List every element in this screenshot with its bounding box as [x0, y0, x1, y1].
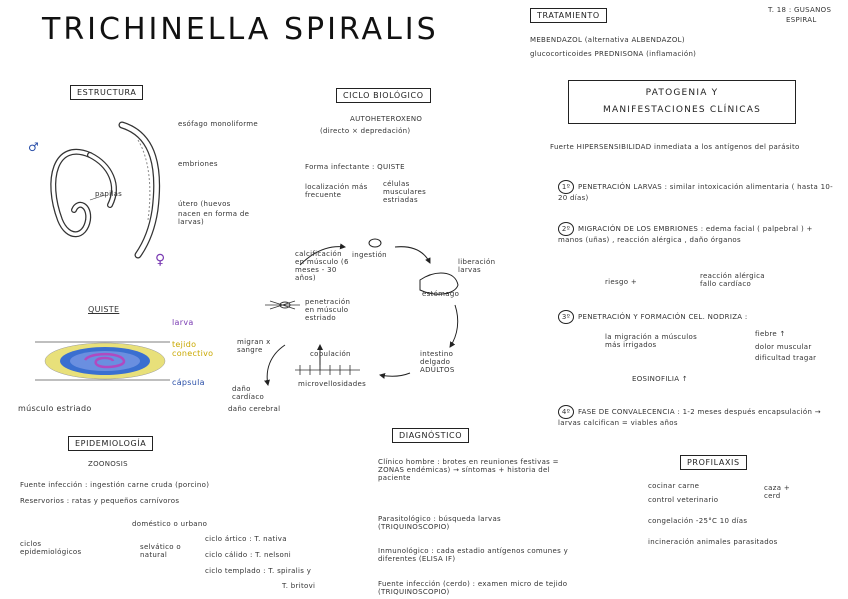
step-text: PENETRACIÓN Y FORMACIÓN CEL. NODRIZA : — [578, 313, 748, 321]
page-title: TRICHINELLA SPIRALIS — [42, 12, 439, 47]
step-number: 4º — [558, 405, 574, 419]
ciclo-microvellosidades: microvellosidades — [298, 380, 367, 388]
patogenia-eosinofilia: EOSINOFILIA ↑ — [632, 375, 689, 383]
tratamiento-item-1: MEBENDAZOL (alternativa ALBENDAZOL) — [530, 36, 685, 44]
male-symbol: ♂ — [28, 140, 39, 154]
epidemiologia-britovi: T. britovi — [282, 582, 316, 590]
label-utero: útero (huevos — [178, 200, 231, 208]
profilaxis-caza: caza + cerd — [764, 484, 790, 500]
patogenia-riesgo: riesgo + — [605, 278, 637, 286]
ciclo-calcificacion: calcificación en músculo (6 meses - 30 a… — [295, 250, 349, 282]
worm-illustration — [50, 121, 161, 259]
patogenia-dolor: dolor muscular — [755, 343, 812, 351]
epidemiologia-selvatico: selvático o natural — [140, 543, 181, 559]
ciclo-heading: CICLO BIOLÓGICO — [336, 88, 431, 103]
ciclo-penetracion: penetración en músculo estriado — [305, 298, 351, 322]
ciclo-copulacion: copulación — [310, 350, 351, 358]
ciclo-auto-sub: (directo × depredación) — [320, 127, 411, 135]
cyst-illustration — [35, 341, 170, 381]
ciclo-intestino: intestino delgado ADULTOS — [420, 350, 455, 374]
profilaxis-item-3: congelación -25°C 10 días — [648, 517, 748, 525]
ciclo-forma: Forma infectante : QUISTE — [305, 163, 405, 171]
diagnostico-item-4: Fuente infección (cerdo) : examen micro … — [378, 580, 568, 596]
patogenia-heading-line1: PATOGENIA Y — [645, 88, 719, 98]
epidemiologia-calido: ciclo cálido : T. nelsoni — [205, 551, 292, 559]
label-esofago: esófago monoliforme — [178, 120, 258, 128]
epidemiologia-ciclos: ciclos epidemiológicos — [20, 540, 82, 556]
label-musculo: músculo estriado — [18, 404, 92, 413]
label-larva: larva — [172, 318, 194, 327]
epidemiologia-reservorios: Reservorios : ratas y pequeños carnívoro… — [20, 497, 180, 505]
label-embriones: embriones — [178, 160, 218, 168]
header-topic: T. 18 : GUSANOS — [768, 6, 832, 14]
epidemiologia-templado: ciclo templado : T. spiralis y — [205, 567, 312, 575]
ciclo-estomago: estómago — [422, 290, 460, 298]
profilaxis-heading: PROFILAXIS — [680, 455, 747, 470]
profilaxis-item-1: cocinar carne — [648, 482, 700, 490]
step-text: MIGRACIÓN DE LOS EMBRIONES : edema facia… — [558, 225, 813, 244]
patogenia-riesgo-val: reacción alérgica fallo cardíaco — [700, 272, 765, 288]
epidemiologia-frio: ciclo ártico : T. nativa — [205, 535, 287, 543]
patogenia-fiebre: fiebre ↑ — [755, 330, 786, 338]
tratamiento-heading: TRATAMIENTO — [530, 8, 607, 23]
patogenia-intro: Fuerte HIPERSENSIBILIDAD inmediata a los… — [550, 143, 800, 151]
profilaxis-item-2: control veterinario — [648, 496, 719, 504]
label-tejido: tejido conectivo — [172, 340, 214, 358]
label-papilas: papilas — [95, 190, 123, 198]
step-text: FASE DE CONVALECENCIA : 1-2 meses despué… — [558, 408, 821, 427]
ciclo-dano-cerebral: daño cerebral — [228, 405, 281, 413]
ciclo-migran: migran x sangre — [237, 338, 271, 354]
epidemiologia-zoonosis: ZOONOSIS — [88, 460, 128, 468]
ciclo-auto: AUTOHETEROXENO — [350, 115, 423, 123]
female-symbol: ♀ — [155, 252, 166, 268]
diagnostico-heading: DIAGNÓSTICO — [392, 428, 470, 443]
estructura-heading: ESTRUCTURA — [70, 85, 144, 100]
epidemiologia-domestico: doméstico o urbano — [132, 520, 208, 528]
label-utero-sub: nacen en forma de larvas) — [178, 210, 250, 226]
patogenia-step-3: 3º PENETRACIÓN Y FORMACIÓN CEL. NODRIZA : — [558, 310, 838, 324]
epidemiologia-heading: EPIDEMIOLOGÍA — [68, 436, 154, 451]
step-text: PENETRACIÓN LARVAS : similar intoxicació… — [558, 183, 833, 202]
ciclo-localizacion: localización más frecuente — [305, 183, 368, 199]
ciclo-dano-cardiaco: daño cardíaco — [232, 385, 265, 401]
ciclo-localizacion-val: células musculares estriadas — [383, 180, 427, 204]
patogenia-dificultad: dificultad tragar — [755, 354, 817, 362]
diagnostico-item-2: Parasitológico : búsqueda larvas (TRIQUI… — [378, 515, 502, 531]
patogenia-heading: PATOGENIA Y MANIFESTACIONES CLÍNICAS — [568, 80, 796, 124]
diagnostico-item-3: Inmunológico : cada estadio antígenos co… — [378, 547, 569, 563]
ciclo-ingestion: ingestión — [352, 251, 387, 259]
header-topic-sub: ESPIRAL — [786, 16, 817, 24]
step-number: 3º — [558, 310, 574, 324]
profilaxis-item-4: incineración animales parasitados — [648, 538, 778, 546]
step-number: 1º — [558, 180, 574, 194]
label-capsula: cápsula — [172, 378, 205, 387]
quiste-heading: QUISTE — [88, 305, 120, 314]
patogenia-migracion: la migración a músculos más irrigados — [605, 333, 698, 349]
epidemiologia-fuente: Fuente infección : ingestión carne cruda… — [20, 481, 210, 489]
ciclo-liberacion: liberación larvas — [458, 258, 496, 274]
tratamiento-item-2: glucocorticoides PREDNISONA (inflamación… — [530, 50, 697, 58]
patogenia-heading-line2: MANIFESTACIONES CLÍNICAS — [603, 105, 761, 115]
step-number: 2º — [558, 222, 574, 236]
diagnostico-item-1: Clínico hombre : brotes en reuniones fes… — [378, 458, 559, 482]
ciclo-diagram — [264, 238, 459, 386]
